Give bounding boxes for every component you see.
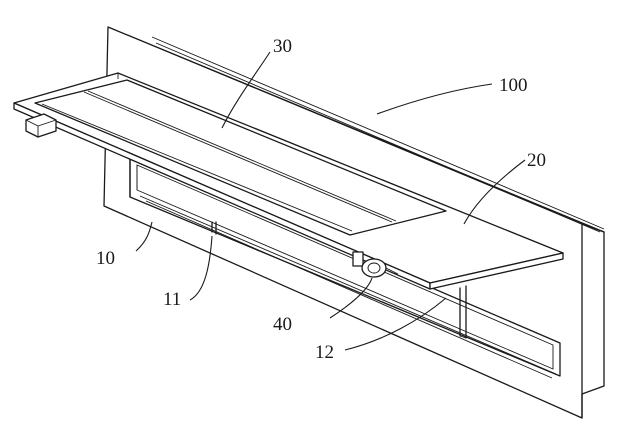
label-11: 11 [163, 289, 181, 310]
support-strut [459, 285, 467, 339]
label-40: 40 [273, 314, 292, 335]
inner-post [211, 221, 217, 235]
top-panel [34, 79, 447, 236]
left-bracket [25, 113, 57, 138]
frame-opening [129, 157, 561, 379]
label-20: 20 [527, 150, 546, 171]
label-10: 10 [96, 248, 115, 269]
roller-assembly [352, 251, 399, 278]
label-30: 30 [273, 36, 292, 57]
leader-lines [135, 51, 526, 351]
reference-labels: 100 30 20 10 11 40 12 [96, 36, 546, 363]
label-12: 12 [315, 342, 334, 363]
label-100: 100 [499, 75, 528, 96]
